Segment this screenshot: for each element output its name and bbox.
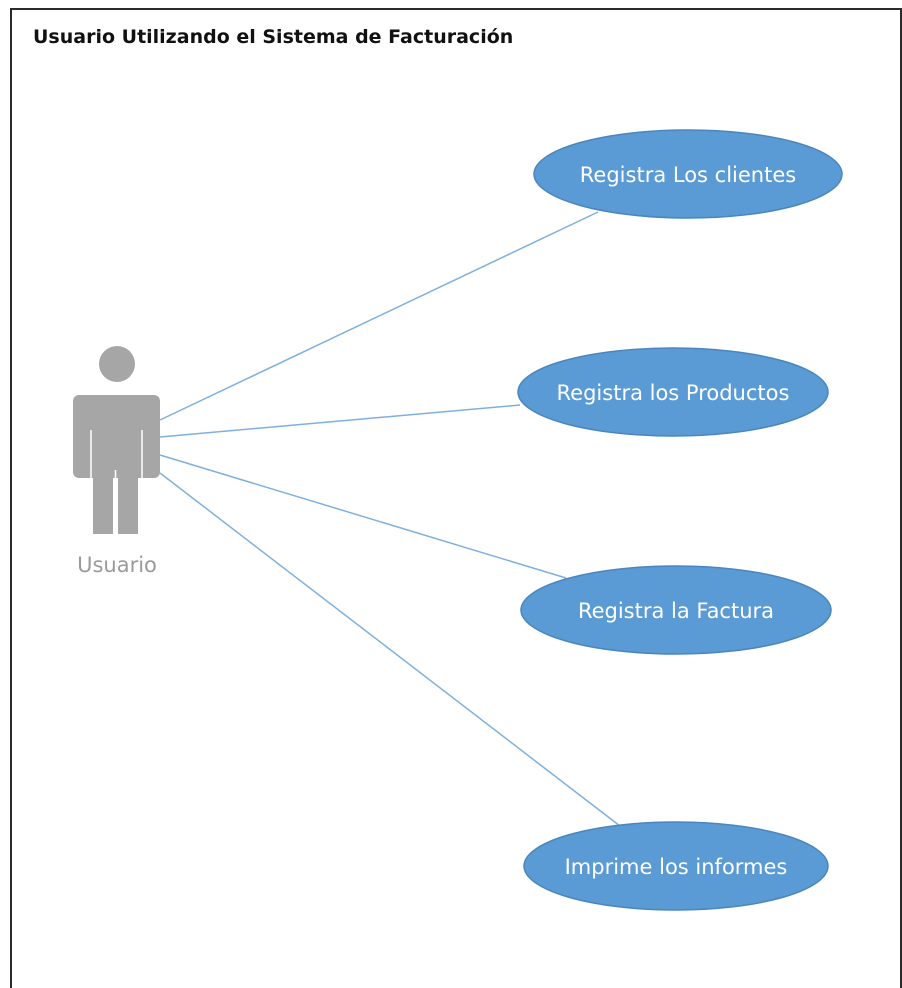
connector-registra-factura [159, 454, 567, 579]
connector-registra-clientes [159, 211, 599, 421]
use-case-imprime-informes: Imprime los informes [523, 821, 829, 911]
diagram-frame [10, 8, 902, 988]
use-case-label: Imprime los informes [565, 855, 788, 879]
use-case-label: Registra los Productos [557, 381, 790, 405]
diagram-title: Usuario Utilizando el Sistema de Factura… [33, 26, 514, 48]
connectors [159, 211, 621, 827]
actor-label: Usuario [77, 553, 157, 577]
user-actor-icon [73, 346, 160, 534]
connector-registra-productos [159, 404, 521, 438]
use-case-registra-productos: Registra los Productos [517, 347, 829, 437]
connector-imprime-informes [159, 472, 621, 827]
use-case-label: Registra Los clientes [580, 163, 796, 187]
use-case-registra-factura: Registra la Factura [520, 565, 832, 655]
use-case-registra-clientes: Registra Los clientes [533, 129, 843, 219]
use-case-label: Registra la Factura [578, 599, 774, 623]
